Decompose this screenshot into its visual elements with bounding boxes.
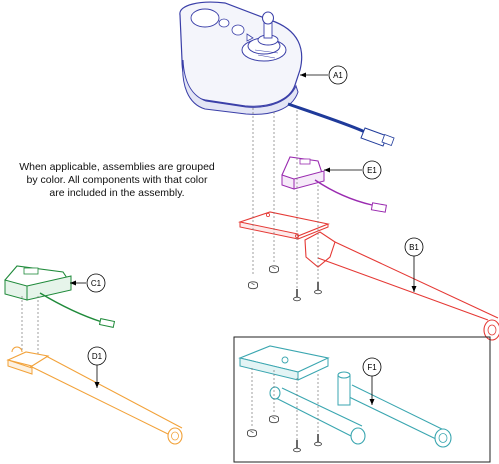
screw-icon [269,265,279,274]
note-line-1: When applicable, assemblies are grouped [19,161,215,173]
alignment-lines-f1 [251,368,319,442]
screw-icon [269,415,279,424]
bolt-icon [313,281,323,295]
alignment-lines-upper [252,108,319,290]
callout-a1: A1 [300,65,348,85]
bolt-icon [292,439,302,453]
mount-assembly-f1 [238,345,452,448]
bolt-icon [292,288,302,302]
callout-label-a1: A1 [333,71,343,80]
callout-f1: F1 [362,357,382,405]
callout-label-f1: F1 [367,363,377,372]
bolt-icon [313,433,323,447]
joystick-cable [287,102,395,147]
joystick-controller [179,1,303,115]
callout-label-d1: D1 [92,352,103,361]
screw-icon [247,429,257,438]
callout-b1: B1 [404,237,424,292]
callout-d1: D1 [87,346,107,388]
callout-label-c1: C1 [91,279,102,288]
callout-c1: C1 [70,273,106,293]
bracket-d1 [6,346,183,445]
callout-label-b1: B1 [409,243,419,252]
screw-icon [248,281,258,290]
note-line-2: by color. All components with that color [26,174,208,186]
assembly-box-f1 [233,336,491,463]
electronics-module-e1 [281,156,387,213]
mounting-arm-b1 [238,211,499,341]
note-line-3: are included in the assembly. [49,187,185,199]
electronics-module-c1 [4,265,116,328]
callout-e1: E1 [324,160,382,180]
alignment-lines-left [21,296,39,358]
color-grouping-note: When applicable, assemblies are grouped … [0,161,234,200]
callout-label-e1: E1 [367,166,377,175]
